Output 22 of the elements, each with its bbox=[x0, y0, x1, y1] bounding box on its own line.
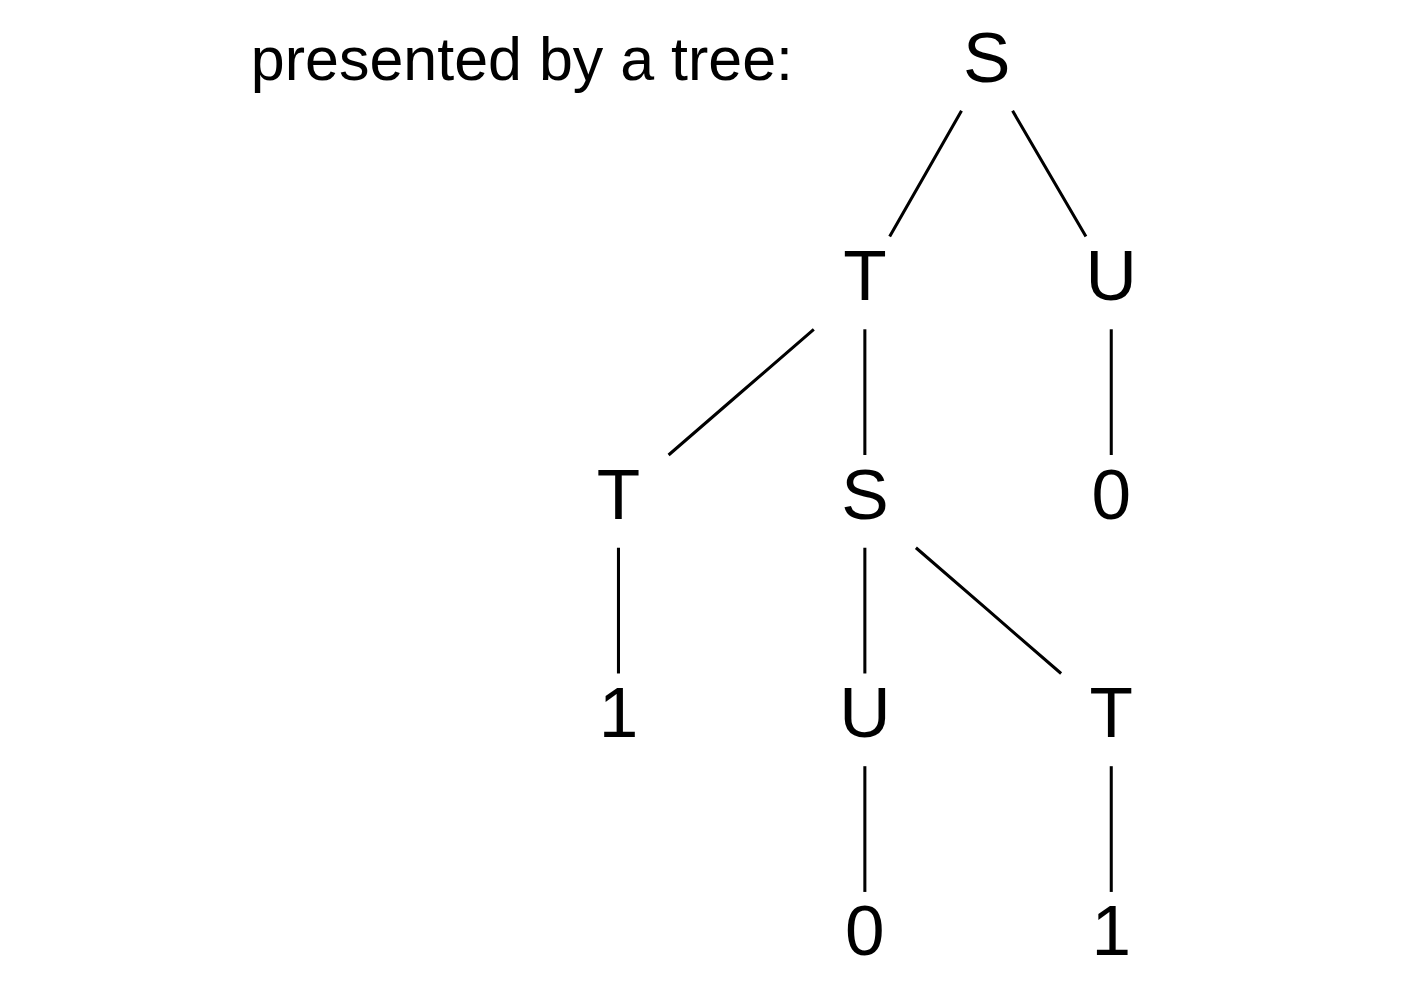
node-text: T bbox=[596, 454, 641, 534]
connector bbox=[1011, 110, 1088, 238]
connector bbox=[863, 329, 867, 455]
connector bbox=[888, 110, 963, 238]
connector bbox=[616, 547, 620, 674]
node-text: 0 bbox=[1091, 454, 1132, 534]
node-text: T bbox=[1089, 672, 1133, 752]
node-text: S bbox=[841, 454, 889, 534]
node-text: S bbox=[963, 17, 1011, 97]
connector bbox=[863, 547, 867, 674]
connector bbox=[1109, 329, 1113, 455]
node-text: 1 bbox=[1091, 891, 1132, 971]
connector bbox=[667, 328, 815, 457]
node-text: U bbox=[1085, 236, 1137, 316]
node-text: U bbox=[839, 672, 891, 752]
connector bbox=[914, 546, 1063, 675]
node-text: 1 bbox=[598, 672, 639, 752]
node-text: T bbox=[843, 236, 887, 316]
connector bbox=[863, 766, 867, 892]
node-text: 0 bbox=[845, 891, 885, 971]
connector bbox=[1109, 766, 1113, 892]
label: presented by a tree: bbox=[250, 24, 794, 93]
